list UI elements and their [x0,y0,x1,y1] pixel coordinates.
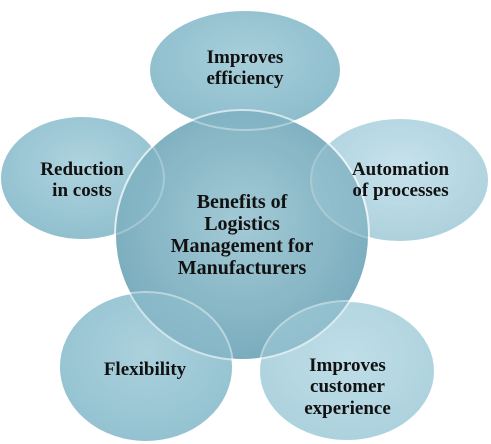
node-left-overlap [0,115,165,241]
node-right-overlap [310,117,490,243]
node-right-label: Automation of processes [351,158,450,201]
node-bottom-left-overlap [58,291,234,443]
center-node-label: Benefits of Logistics Management for Man… [170,191,314,279]
node-bottom-right-overlap [258,300,436,442]
node-top-label: Improves efficiency [206,46,284,89]
node-left-label: Reduction in costs [40,158,124,201]
node-bottom-left-label: Flexibility [103,359,187,381]
node-top-overlap [148,9,342,131]
center-node-shape [114,109,370,361]
node-bottom-right-label: Improves customer experience [304,355,391,419]
